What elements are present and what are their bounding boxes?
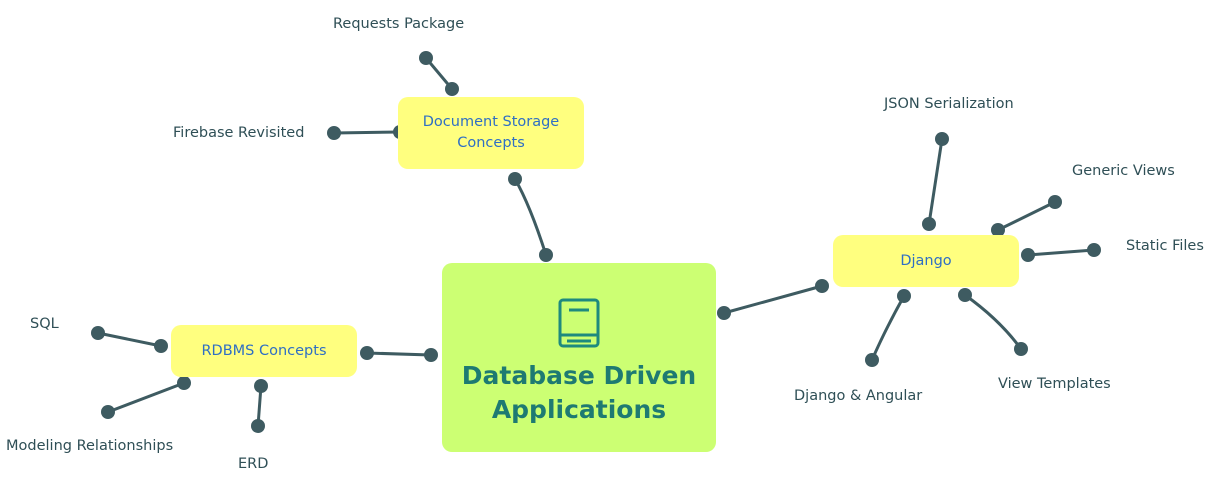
topic-rdbms[interactable]: RDBMS Concepts [171,325,357,377]
topic-document-storage[interactable]: Document Storage Concepts [398,97,584,169]
connector-firebase-revisited [332,130,402,135]
connector-dot [865,353,879,367]
central-topic-node[interactable]: Database Driven Applications [442,263,716,452]
connector-dot [897,289,911,303]
connector-dot [360,346,374,360]
connector-dot [508,172,522,186]
connector-dot [991,223,1005,237]
connector-generic-views [996,200,1057,232]
connector-dot [1021,248,1035,262]
subtopic-modeling-relationships[interactable]: Modeling Relationships [6,438,174,454]
subtopic-firebase-revisited[interactable]: Firebase Revisited [173,125,305,141]
connector-dot [154,339,168,353]
connector-dot [91,326,105,340]
connector-central-document-storage [513,177,548,257]
topic-rdbms-label: RDBMS Concepts [201,342,327,359]
connector-dot [424,348,438,362]
topic-document-storage-line-1: Document Storage [422,114,560,130]
central-title-line-1: Database Driven [461,360,697,390]
connector-modeling-relationships [106,381,186,414]
topic-django-label: Django [900,252,952,269]
central-title-line-2: Applications [491,394,667,424]
subtopic-generic-views[interactable]: Generic Views [1072,163,1175,179]
connector-dot [539,248,553,262]
connector-sql [96,331,163,348]
topic-document-storage-line-2: Concepts [457,135,525,151]
subtopic-django-angular[interactable]: Django & Angular [794,388,923,404]
connector-django-angular [870,294,906,362]
connector-dot [1087,243,1101,257]
connector-dot [935,132,949,146]
topic-django[interactable]: Django [833,235,1019,287]
connector-view-templates [963,293,1023,351]
book-icon [557,297,601,353]
connector-dot [445,82,459,96]
connector-dot [1048,195,1062,209]
subtopic-sql[interactable]: SQL [30,316,59,332]
connector-central-rdbms [365,351,433,357]
connector-static-files [1026,248,1096,257]
subtopic-static-files[interactable]: Static Files [1126,238,1204,254]
connector-central-django [722,284,824,315]
connector-dot [327,126,341,140]
subtopic-erd[interactable]: ERD [238,456,269,472]
subtopic-json-serialization[interactable]: JSON Serialization [884,96,1014,112]
connector-dot [958,288,972,302]
connector-dot [815,279,829,293]
central-topic-title: Database Driven Applications [462,359,696,427]
connector-dot [254,379,268,393]
connector-dot [101,405,115,419]
subtopic-requests-package[interactable]: Requests Package [333,16,465,32]
connector-json-serialization [927,137,944,226]
connector-dot [177,376,191,390]
connector-dot [922,217,936,231]
connector-dot [1014,342,1028,356]
connector-dot [251,419,265,433]
connector-dot [419,51,433,65]
connector-dot [717,306,731,320]
subtopic-view-templates[interactable]: View Templates [998,376,1111,392]
